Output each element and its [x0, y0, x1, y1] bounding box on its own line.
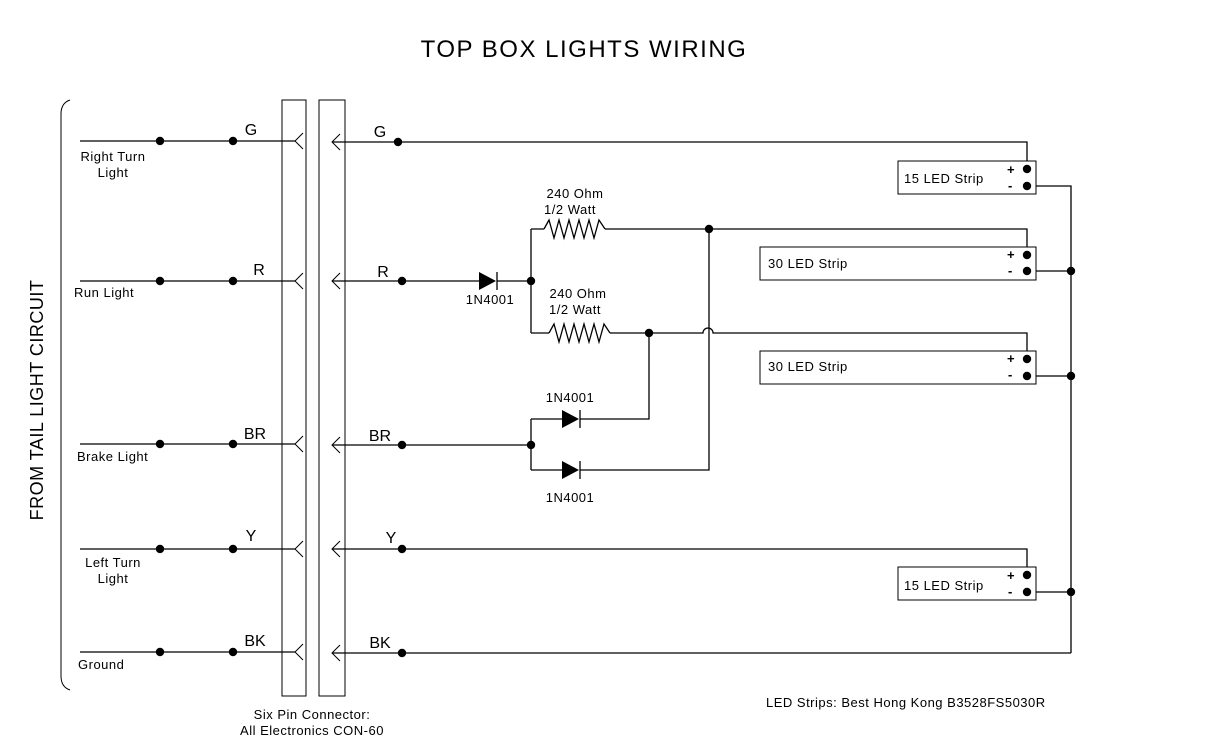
diode-1n4001-run: [479, 272, 496, 290]
pin-label-right-r: R: [377, 264, 389, 281]
svg-text:15 LED Strip: 15 LED Strip: [904, 578, 984, 593]
input-run-light: Run Light: [74, 285, 134, 300]
pin-label-left-br: BR: [244, 426, 266, 443]
diode-label-brake-bottom: 1N4001: [546, 490, 595, 505]
input-left-turn-line2: Light: [98, 571, 129, 586]
resistor-top-power: 1/2 Watt: [544, 202, 596, 217]
input-right-turn-line1: Right Turn: [81, 149, 146, 164]
pin-label-left-bk: BK: [244, 633, 266, 650]
led-strip-3: 30 LED Strip + -: [759, 350, 1037, 385]
svg-text:30 LED Strip: 30 LED Strip: [768, 256, 848, 271]
input-junction-dots: [155, 136, 238, 657]
pin-label-left-r: R: [253, 262, 265, 279]
led-strips-note: LED Strips: Best Hong Kong B3528FS5030R: [766, 695, 1046, 710]
svg-text:-: -: [1008, 263, 1012, 278]
svg-text:+: +: [1007, 351, 1015, 366]
pin-label-right-g: G: [374, 124, 386, 141]
vertical-bus-left: [580, 333, 650, 420]
output-arrows: [331, 133, 402, 662]
side-label: FROM TAIL LIGHT CIRCUIT: [27, 280, 47, 521]
svg-text:+: +: [1007, 162, 1015, 177]
pin-label-left-y: Y: [246, 528, 257, 545]
input-bracket: [60, 99, 71, 691]
connector-label-line2: All Electronics CON-60: [240, 723, 384, 738]
resistor-top-value: 240 Ohm: [547, 186, 604, 201]
led-strip-4: 15 LED Strip + -: [897, 566, 1037, 601]
svg-text:30 LED Strip: 30 LED Strip: [768, 359, 848, 374]
output-junction-dots: [393, 137, 1076, 658]
led-strip-2: 30 LED Strip + -: [759, 246, 1037, 281]
input-right-turn-line2: Light: [98, 165, 129, 180]
resistor-bottom-value: 240 Ohm: [550, 286, 607, 301]
wire-yellow: [402, 548, 1028, 575]
svg-text:15 LED Strip: 15 LED Strip: [904, 171, 984, 186]
pin-label-right-br: BR: [369, 428, 391, 445]
connector-socket: [318, 99, 346, 697]
resistor-240-ohm-bottom: [548, 321, 611, 345]
resistor-branch-wire: [530, 228, 709, 334]
svg-text:-: -: [1008, 584, 1012, 599]
pin-label-right-y: Y: [386, 530, 397, 547]
diode-1n4001-brake-bottom: [562, 461, 579, 479]
wire-green: [398, 141, 1028, 169]
diode-1n4001-brake-top: [562, 410, 579, 428]
wire-to-strip-2: [709, 228, 1028, 255]
resistor-240-ohm-top: [543, 217, 606, 241]
diode-label-brake-top: 1N4001: [546, 390, 595, 405]
led-strip-1: 15 LED Strip + -: [897, 160, 1037, 195]
pin-label-right-bk: BK: [369, 635, 391, 652]
input-ground: Ground: [78, 657, 124, 672]
wire-brake: [402, 418, 562, 471]
pin-label-left-g: G: [245, 122, 257, 139]
diagram-title: TOP BOX LIGHTS WIRING: [421, 36, 748, 63]
ground-return-bus: [1027, 185, 1072, 653]
svg-text:+: +: [1007, 568, 1015, 583]
connector-label-line1: Six Pin Connector:: [254, 707, 371, 722]
vertical-bus-right: [580, 229, 710, 471]
connector-plug: [281, 99, 307, 697]
svg-text:+: +: [1007, 247, 1015, 262]
resistor-bottom-power: 1/2 Watt: [549, 302, 601, 317]
svg-text:-: -: [1008, 178, 1012, 193]
input-left-turn-line1: Left Turn: [85, 555, 141, 570]
diode-label-run: 1N4001: [466, 292, 515, 307]
svg-text:-: -: [1008, 367, 1012, 382]
input-wires: [80, 132, 304, 661]
input-brake-light: Brake Light: [77, 449, 148, 464]
